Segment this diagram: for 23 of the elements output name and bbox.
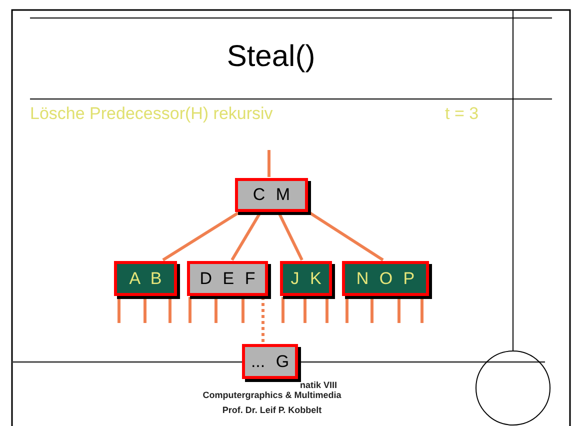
footer-text: natik VIII bbox=[300, 380, 338, 390]
tree-node bbox=[235, 178, 308, 212]
slide-title: Steal() bbox=[226, 40, 316, 74]
subtitle: Lösche Predecessor(H) rekursiv bbox=[30, 104, 273, 124]
tree-node bbox=[187, 261, 268, 296]
tree-edge bbox=[162, 212, 239, 262]
footer-text: Computergraphics & Multimedia bbox=[202, 390, 342, 400]
node-keys: D E F bbox=[200, 268, 256, 288]
tree-node bbox=[114, 261, 177, 296]
footer-text: Prof. Dr. Leif P. Kobbelt bbox=[222, 405, 322, 415]
tree-edge bbox=[262, 297, 264, 343]
tree-edge bbox=[309, 212, 384, 262]
tree-node bbox=[242, 344, 298, 379]
node-keys: C M bbox=[252, 185, 290, 205]
node-keys: J K bbox=[290, 268, 322, 288]
parameter-text: t = 3 bbox=[445, 104, 479, 124]
node-keys: ... G bbox=[250, 352, 290, 372]
tree-node bbox=[342, 261, 429, 296]
tree-node bbox=[280, 261, 332, 296]
node-keys: A B bbox=[129, 268, 162, 288]
node-keys: N O P bbox=[356, 268, 415, 288]
tree-edge bbox=[230, 212, 262, 261]
tree-edge bbox=[278, 212, 304, 261]
